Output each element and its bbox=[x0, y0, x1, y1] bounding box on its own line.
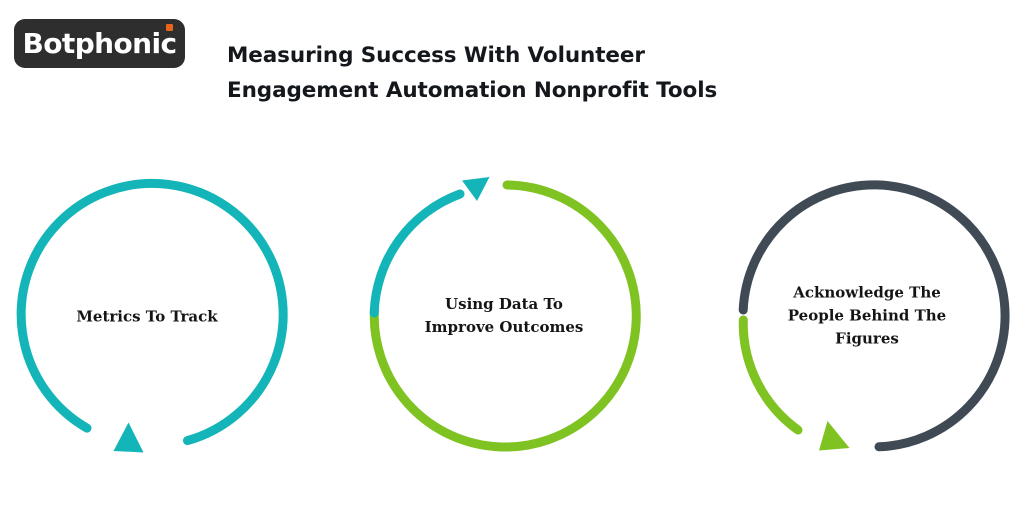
page-title-line-2: Engagement Automation Nonprofit Tools bbox=[227, 78, 718, 104]
step-1-ring[interactable] bbox=[16, 178, 288, 453]
step-2-label-line-1: Using Data To bbox=[445, 295, 563, 313]
step-3-label: Acknowledge The People Behind The Figure… bbox=[788, 282, 946, 351]
step-1-arc bbox=[16, 178, 288, 446]
step-2-label-line-2: Improve Outcomes bbox=[424, 318, 584, 336]
step-1-arrowhead-icon bbox=[113, 422, 144, 453]
step-3-arrowhead-icon bbox=[819, 421, 850, 451]
page-header: Botphonic Measuring Success With Volunte… bbox=[0, 0, 1030, 120]
step-3-arc-green bbox=[738, 315, 803, 435]
step-1-label: Metrics To Track bbox=[76, 306, 217, 329]
step-3-label-line-2: People Behind The bbox=[787, 306, 947, 325]
page-title: Measuring Success With Volunteer Engagem… bbox=[227, 38, 787, 108]
step-2-ring[interactable] bbox=[369, 177, 641, 452]
step-3-label-line-3: Figures bbox=[835, 329, 899, 348]
botphonic-logo: Botphonic bbox=[14, 19, 185, 68]
logo-accent-dot-icon bbox=[166, 23, 174, 31]
step-1-label-line-1: Metrics To Track bbox=[76, 307, 218, 326]
logo-wordmark-text: Botphonic bbox=[22, 26, 178, 60]
step-2-label: Using Data To Improve Outcomes bbox=[425, 293, 584, 339]
page-title-line-1: Measuring Success With Volunteer bbox=[227, 43, 645, 69]
step-2-arc-green bbox=[369, 180, 641, 452]
step-3-label-line-1: Acknowledge The bbox=[793, 283, 941, 302]
step-2-arc-teal bbox=[369, 189, 465, 318]
step-3-arc-slate bbox=[738, 180, 1010, 452]
step-3-ring[interactable] bbox=[738, 180, 1010, 452]
step-2-arrowhead-icon bbox=[462, 177, 490, 201]
logo-wordmark: Botphonic bbox=[22, 23, 178, 60]
